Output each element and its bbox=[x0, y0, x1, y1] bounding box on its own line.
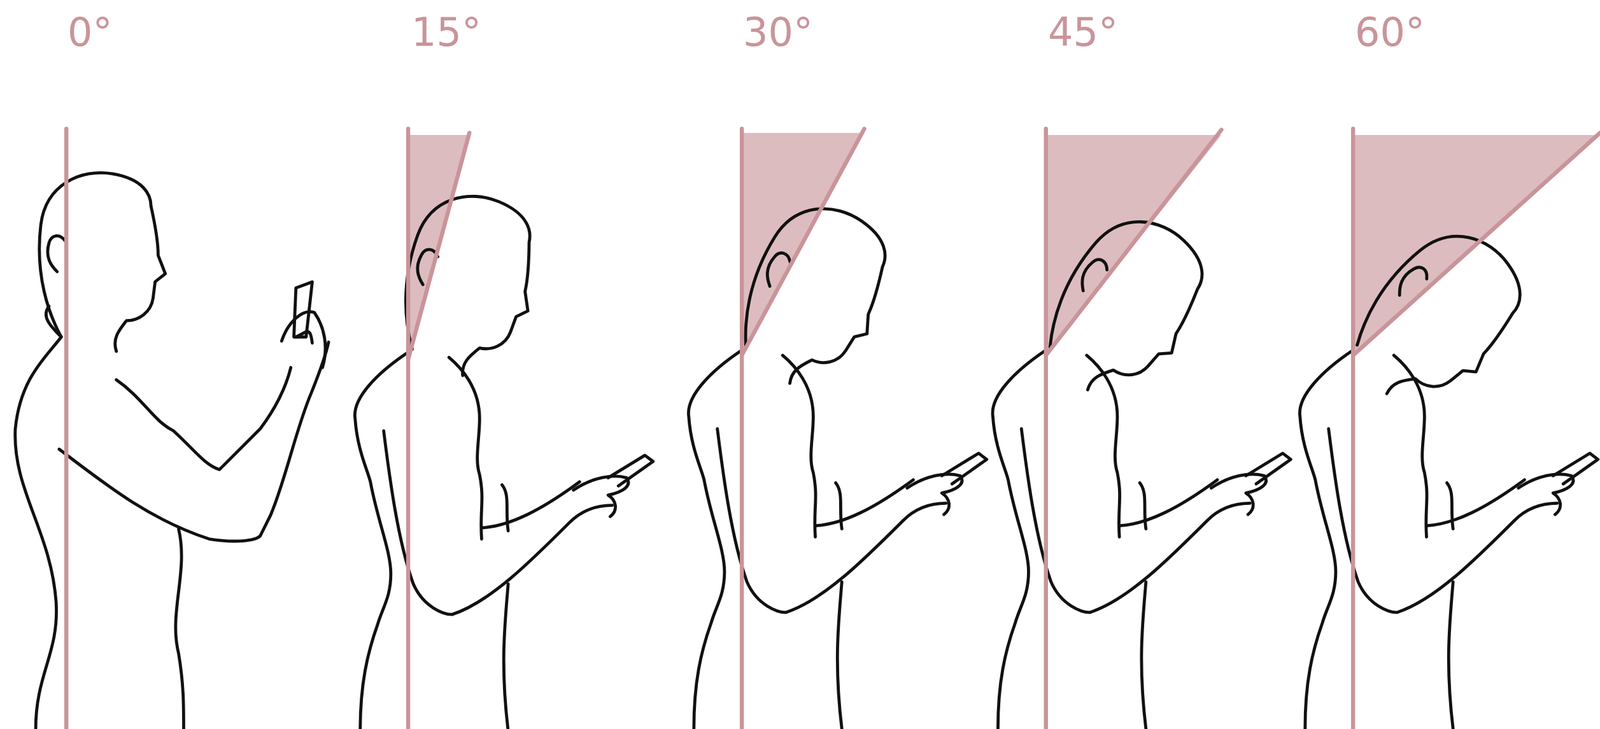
figure-60 bbox=[1299, 212, 1598, 729]
body bbox=[1299, 350, 1598, 729]
vertical-line bbox=[739, 128, 744, 729]
arm-inner bbox=[116, 367, 291, 470]
phone bbox=[294, 282, 313, 338]
angle-wedges bbox=[408, 133, 1600, 360]
angle-label: 45° bbox=[1047, 12, 1119, 53]
head bbox=[1023, 198, 1229, 418]
angle-label: 30° bbox=[743, 12, 814, 53]
angle-line bbox=[408, 133, 470, 360]
angle-label: 0° bbox=[67, 12, 113, 53]
back bbox=[15, 306, 62, 729]
vertical-line bbox=[406, 128, 411, 729]
figure-45 bbox=[992, 198, 1291, 729]
angle-label: 15° bbox=[411, 12, 482, 53]
vertical-line bbox=[1044, 128, 1048, 729]
angle-label: 60° bbox=[1354, 12, 1425, 53]
torso-front bbox=[175, 529, 185, 729]
angle-line bbox=[1046, 129, 1222, 356]
arm bbox=[59, 341, 329, 542]
vertical-line bbox=[64, 128, 69, 729]
figure-15 bbox=[354, 184, 653, 729]
body bbox=[992, 350, 1291, 729]
figure-upright bbox=[15, 172, 329, 729]
head bbox=[387, 184, 551, 387]
head bbox=[1331, 212, 1546, 428]
figure-30 bbox=[688, 189, 987, 729]
angle-line bbox=[741, 128, 864, 356]
body bbox=[688, 350, 987, 729]
angle-line bbox=[1352, 133, 1600, 356]
head bbox=[39, 172, 166, 351]
reference-lines bbox=[66, 128, 1600, 729]
vertical-line bbox=[1351, 128, 1355, 729]
body bbox=[354, 352, 653, 729]
hand bbox=[281, 311, 326, 369]
